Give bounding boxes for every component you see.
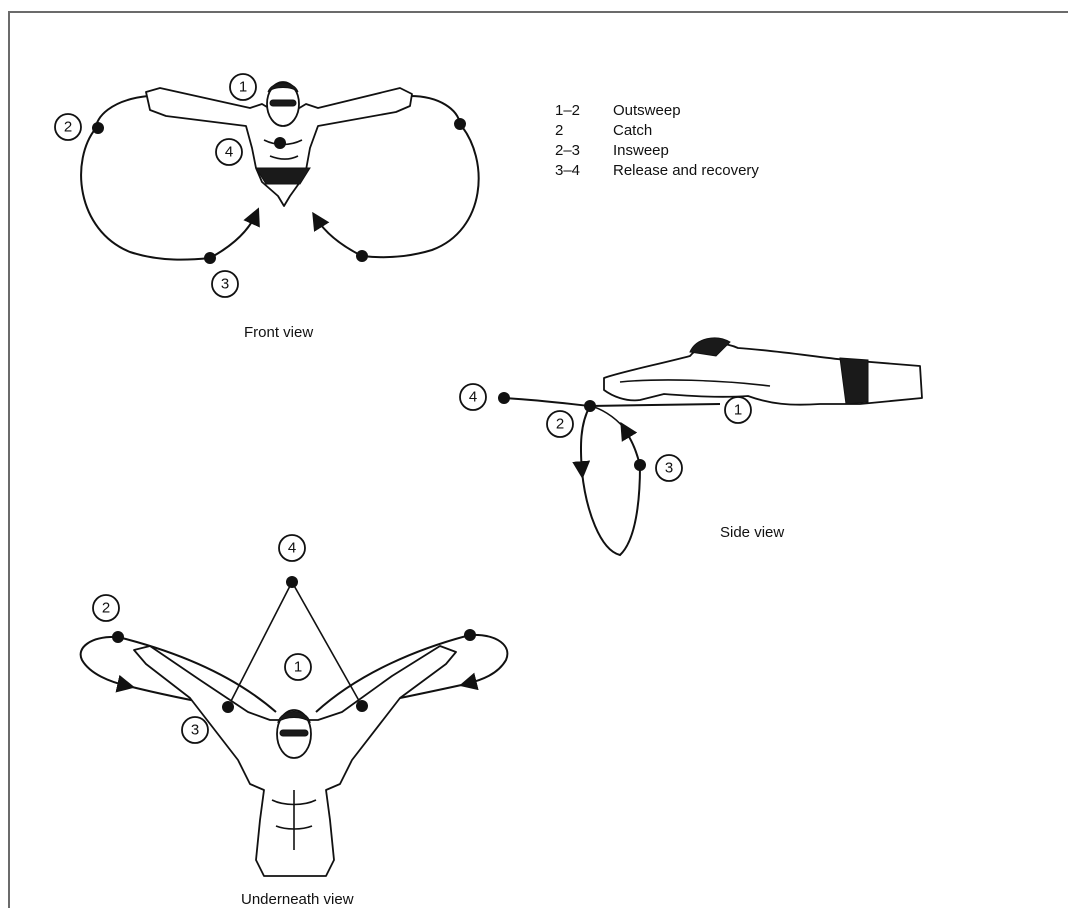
svg-text:3: 3 <box>665 460 673 477</box>
under-marker-1: 1 <box>285 654 311 680</box>
front-left-loop <box>81 96 210 260</box>
under-point-3-right <box>356 700 368 712</box>
front-point-3-left <box>204 252 216 264</box>
front-right-insweep <box>316 218 362 256</box>
svg-text:1: 1 <box>294 659 302 676</box>
swimmer-side <box>604 338 922 405</box>
legend-code-3: 2–3 <box>555 142 580 159</box>
svg-text:4: 4 <box>225 144 233 161</box>
front-point-2-left <box>92 122 104 134</box>
legend-code-1: 1–2 <box>555 102 580 119</box>
front-marker-3: 3 <box>212 271 238 297</box>
under-recovery-left <box>228 582 292 707</box>
svg-text:2: 2 <box>64 119 72 136</box>
side-view-caption: Side view <box>720 524 784 541</box>
side-loop <box>582 466 640 555</box>
side-downsweep <box>581 406 590 472</box>
under-marker-2: 2 <box>93 595 119 621</box>
side-recovery-line <box>504 398 720 406</box>
side-marker-2: 2 <box>547 411 573 437</box>
side-marker-3: 3 <box>656 455 682 481</box>
front-view-caption: Front view <box>244 324 313 341</box>
front-point-2-right <box>454 118 466 130</box>
front-point-4 <box>274 137 286 149</box>
legend-label-4: Release and recovery <box>613 162 759 179</box>
side-point-2 <box>584 400 596 412</box>
svg-text:2: 2 <box>556 416 564 433</box>
under-point-2-left <box>112 631 124 643</box>
svg-text:1: 1 <box>239 79 247 96</box>
svg-text:4: 4 <box>288 540 296 557</box>
svg-text:1: 1 <box>734 402 742 419</box>
front-marker-2: 2 <box>55 114 81 140</box>
under-right-loop <box>466 635 507 684</box>
under-point-4 <box>286 576 298 588</box>
under-marker-3: 3 <box>182 717 208 743</box>
legend-label-1: Outsweep <box>613 102 681 119</box>
under-recovery-right <box>292 582 362 706</box>
svg-text:3: 3 <box>191 722 199 739</box>
under-marker-4: 4 <box>279 535 305 561</box>
front-marker-4: 4 <box>216 139 242 165</box>
legend-label-3: Insweep <box>613 142 669 159</box>
side-view: 4 2 1 3 Side view <box>460 338 922 555</box>
front-marker-1: 1 <box>230 74 256 100</box>
front-point-3-right <box>356 250 368 262</box>
phase-legend: 1–2 Outsweep 2 Catch 2–3 Insweep 3–4 Rel… <box>555 102 759 179</box>
front-view: 1 2 4 3 Front view <box>55 74 479 341</box>
underneath-view: 4 2 1 3 Underneath view <box>81 535 508 908</box>
frame <box>8 12 1068 908</box>
under-point-3-left <box>222 701 234 713</box>
svg-text:3: 3 <box>221 276 229 293</box>
underneath-view-caption: Underneath view <box>241 891 354 908</box>
legend-label-2: Catch <box>613 122 652 139</box>
under-point-2-right <box>464 629 476 641</box>
svg-text:2: 2 <box>102 600 110 617</box>
legend-code-4: 3–4 <box>555 162 580 179</box>
front-left-insweep <box>210 214 256 258</box>
under-left-loop <box>81 637 128 686</box>
legend-code-2: 2 <box>555 122 563 139</box>
side-marker-1: 1 <box>725 397 751 423</box>
side-point-3 <box>634 459 646 471</box>
side-marker-4: 4 <box>460 384 486 410</box>
svg-text:4: 4 <box>469 389 477 406</box>
side-point-4 <box>498 392 510 404</box>
